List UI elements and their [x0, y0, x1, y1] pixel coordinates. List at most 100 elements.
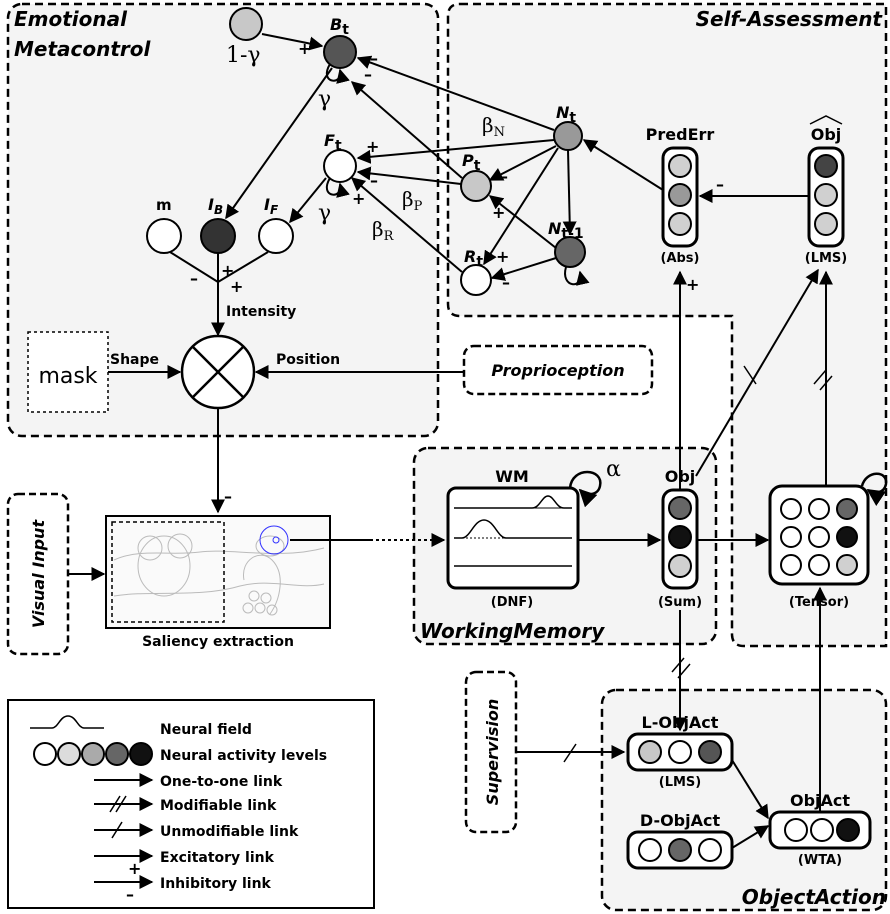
n-prev-self-loop: [564, 266, 590, 286]
b-self-loop: [325, 63, 350, 84]
tensor-unit-2: [808, 498, 830, 520]
legend-unmodifiable-tick: [111, 821, 123, 839]
node-i-f: [258, 218, 294, 254]
node-n-prev: [554, 236, 586, 268]
minus-sign-m: –: [190, 269, 198, 288]
node-f-label: Ft: [324, 131, 342, 154]
node-b: [323, 35, 357, 69]
saliency-image: [105, 515, 331, 629]
legend-neural-field: Neural field: [160, 722, 252, 738]
plus-sign-nprev-p: +: [492, 203, 505, 222]
saliency-focus: [259, 525, 289, 555]
n-prev-to-p: [488, 195, 557, 249]
tensor-unit-4: [780, 526, 802, 548]
node-i-b-label: IB: [208, 195, 223, 217]
legend-minus-sign: –: [126, 885, 134, 904]
dnf-label: (DNF): [491, 595, 533, 610]
saliency-window: [111, 521, 225, 623]
prederr-label: PredErr: [646, 125, 715, 144]
legend-neural-field-icon: [30, 715, 104, 729]
multiplier-cross-2: [192, 346, 244, 398]
beta-n-label: βN: [482, 113, 505, 140]
plus-sign-ib: +: [221, 261, 234, 280]
node-r-label: Rt: [464, 247, 483, 270]
b-gamma-label: γ: [318, 87, 331, 112]
obj-hat-label: Obj: [811, 125, 842, 144]
tensor-unit-8: [808, 554, 830, 576]
supervision-tick: [563, 743, 577, 763]
tensor-unit-6: [836, 526, 858, 548]
modifiable-tick-1b: [819, 375, 833, 391]
one-minus-gamma-label: 1-γ: [226, 43, 261, 68]
object-action-title: ObjectAction: [742, 885, 886, 909]
supervision-label: Supervision: [483, 699, 502, 805]
n-to-r: [483, 147, 559, 266]
legend-activity-1: [33, 742, 57, 766]
plus-sign-n-r: +: [496, 247, 509, 266]
node-i-b: [200, 218, 236, 254]
if-to-junction: [217, 251, 269, 283]
n-to-b: [356, 55, 555, 131]
metacontrol-title: Metacontrol: [14, 37, 152, 61]
mask-box: [27, 331, 109, 413]
d-objact-unit-3: [698, 838, 722, 862]
modifiable-tick-2a: [671, 657, 685, 673]
legend-excitatory: Excitatory link: [160, 850, 275, 866]
lms-top-label: (LMS): [805, 251, 847, 266]
legend-plus-sign: +: [128, 859, 141, 878]
tensor-unit-5: [808, 526, 830, 548]
emotional-title: Emotional: [14, 7, 128, 31]
n-to-p: [488, 145, 557, 181]
l-objact-unit-3: [698, 740, 722, 764]
minus-sign-n-b: –: [370, 49, 378, 68]
node-b-label: Bt: [330, 15, 349, 38]
plus-sign-obj-prederr: +: [686, 275, 699, 294]
shape-label: Shape: [110, 352, 159, 368]
objact-unit-3: [836, 818, 860, 842]
legend-modifiable: Modifiable link: [160, 798, 277, 814]
obj-to-obj-hat: [695, 268, 819, 477]
beta-p-label: βP: [402, 187, 423, 214]
plus-sign-r-f: +: [352, 189, 365, 208]
saliency-focus-center: [272, 536, 280, 544]
d-objact-unit-2: [668, 838, 692, 862]
abs-label: (Abs): [661, 251, 700, 266]
node-p-label: Pt: [462, 151, 481, 174]
legend-modifiable-tick-b: [115, 795, 127, 813]
node-n: [553, 121, 583, 151]
legend-activity-3: [81, 742, 105, 766]
wm-field-2: [454, 519, 572, 539]
minus-sign-n-p: –: [500, 167, 508, 186]
saliency-sketch: [113, 533, 325, 616]
position-label: Position: [276, 352, 340, 368]
sum-label: (Sum): [658, 595, 702, 610]
legend-one-to-one: One-to-one link: [160, 774, 283, 790]
plus-sign-n-f: +: [366, 137, 379, 156]
minus-sign-p-b: –: [364, 65, 372, 84]
lms-bottom-label: (LMS): [659, 775, 701, 790]
tensor-unit-9: [836, 554, 858, 576]
modifiable-tick-1a: [813, 369, 827, 385]
unmodifiable-tick: [743, 365, 757, 385]
tensor-unit-3: [836, 498, 858, 520]
l-objact-unit-2: [668, 740, 692, 764]
node-m: [146, 218, 182, 254]
d-objact-label: D-ObjAct: [640, 811, 721, 830]
tensor-unit-7: [780, 554, 802, 576]
f-self-loop: [325, 177, 350, 198]
wm-field-1: [454, 495, 572, 509]
obj-hat-unit-1: [814, 154, 838, 178]
f-gamma-label: γ: [318, 201, 331, 226]
p-to-f: [356, 166, 462, 185]
legend-unmodifiable: Unmodifiable link: [160, 824, 299, 840]
proprioception-label: Proprioception: [491, 361, 624, 380]
legend-activity-4: [105, 742, 129, 766]
objact-unit-2: [810, 818, 834, 842]
plus-sign-if: +: [230, 277, 243, 296]
b-to-ib: [225, 67, 333, 220]
intensity-label: Intensity: [226, 304, 296, 320]
n-prev-to-r: [490, 257, 557, 281]
l-objact-to-objact: [731, 759, 769, 820]
legend-activity-2: [57, 742, 81, 766]
